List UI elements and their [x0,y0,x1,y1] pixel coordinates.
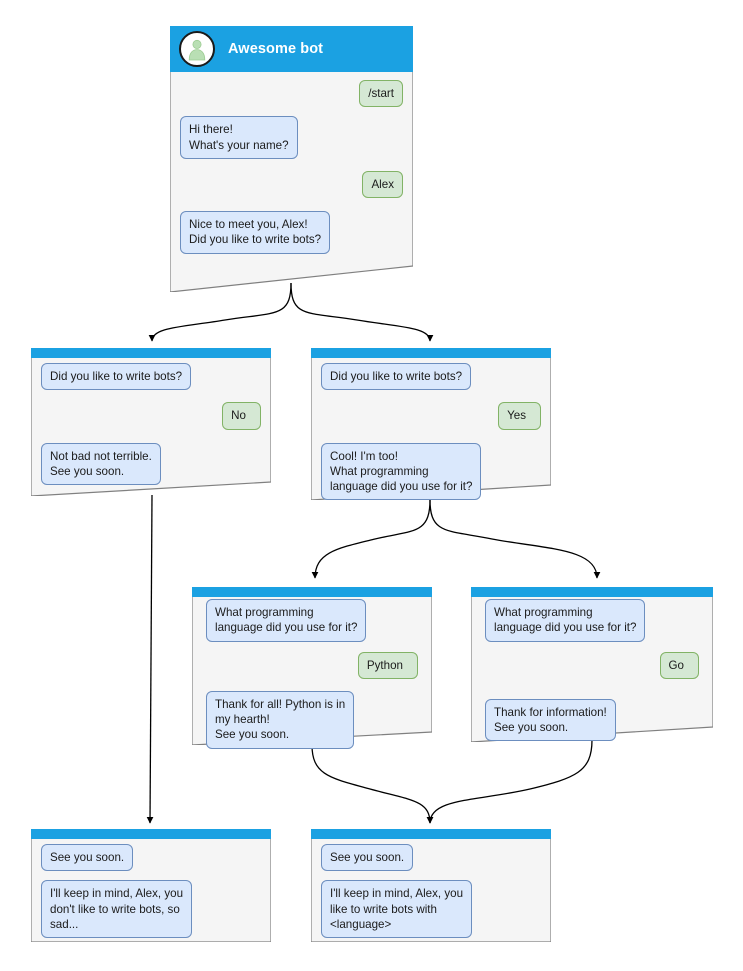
message-row: Did you like to write bots? [321,363,541,391]
node-header-bar [471,587,713,597]
edge-yes-to-python [311,499,431,579]
user-message-bubble[interactable]: Go [659,651,699,679]
node-python-branch-messages: What programming language did you use fo… [192,599,432,758]
node-go-branch-messages: What programming language did you use fo… [471,599,713,750]
bot-message-bubble[interactable]: Thank for information! See you soon. [485,698,616,742]
message-row: Nice to meet you, Alex! Did you like to … [180,211,403,254]
node-go-branch[interactable]: What programming language did you use fo… [471,587,713,742]
node-yes-branch[interactable]: Did you like to write bots? Yes Cool! I'… [311,348,551,501]
node-python-branch[interactable]: What programming language did you use fo… [192,587,432,749]
message-row: Go [485,651,699,679]
message-row: No [41,402,261,430]
node-header-bar [192,587,432,597]
bot-message-bubble[interactable]: I'll keep in mind, Alex, you like to wri… [321,880,473,939]
node-end-no-messages: See you soon. I'll keep in mind, Alex, y… [31,844,271,947]
message-row: What programming language did you use fo… [485,599,699,642]
node-end-yes-messages: See you soon. I'll keep in mind, Alex, y… [311,844,551,947]
edge-go-to-end-yes [426,739,593,824]
node-no-branch[interactable]: Did you like to write bots? No Not bad n… [31,348,271,496]
bot-message-bubble[interactable]: What programming language did you use fo… [206,599,367,642]
bot-message-bubble[interactable]: Cool! I'm too! What programming language… [321,442,482,501]
edge-no-to-end-no [146,494,154,824]
bot-message-bubble[interactable]: Not bad not terrible. See you soon. [41,442,161,486]
user-message-bubble[interactable]: /start [359,80,403,108]
node-header-bar [31,829,271,839]
message-row: /start [180,80,403,108]
message-row: I'll keep in mind, Alex, you don't like … [41,880,261,939]
node-root-header: Awesome bot [170,26,413,72]
bot-message-bubble[interactable]: Thank for all! Python is in my hearth! S… [206,690,355,749]
bot-title: Awesome bot [228,41,324,57]
node-end-no[interactable]: See you soon. I'll keep in mind, Alex, y… [31,829,271,942]
person-avatar-icon [179,31,215,67]
message-row: Yes [321,402,541,430]
bot-message-bubble[interactable]: Did you like to write bots? [321,363,472,391]
message-row: Did you like to write bots? [41,363,261,391]
node-root[interactable]: Awesome bot /start Hi there! What's your… [170,26,413,292]
message-row: Thank for all! Python is in my hearth! S… [206,690,418,749]
message-row: Thank for information! See you soon. [485,698,699,742]
node-root-messages: /start Hi there! What's your name? Alex … [170,80,413,263]
node-yes-branch-messages: Did you like to write bots? Yes Cool! I'… [311,363,551,509]
message-row: Not bad not terrible. See you soon. [41,442,261,486]
node-end-yes[interactable]: See you soon. I'll keep in mind, Alex, y… [311,829,551,942]
user-message-bubble[interactable]: Yes [498,402,541,430]
message-row: Alex [180,170,403,199]
message-row: Python [206,651,418,679]
bot-message-bubble[interactable]: See you soon. [41,844,134,872]
node-header-bar [311,348,551,358]
bot-message-bubble[interactable]: What programming language did you use fo… [485,599,646,642]
message-row: See you soon. [41,844,261,872]
node-no-branch-messages: Did you like to write bots? No Not bad n… [31,363,271,494]
bot-message-bubble[interactable]: Nice to meet you, Alex! Did you like to … [180,211,331,254]
user-message-bubble[interactable]: Python [357,651,418,679]
message-row: Hi there! What's your name? [180,116,403,159]
message-row: Cool! I'm too! What programming language… [321,442,541,501]
user-message-bubble[interactable]: Alex [362,170,403,199]
message-row: I'll keep in mind, Alex, you like to wri… [321,880,541,939]
node-header-bar [311,829,551,839]
node-header-bar [31,348,271,358]
bot-message-bubble[interactable]: Did you like to write bots? [41,363,192,391]
bot-message-bubble[interactable]: Hi there! What's your name? [180,116,298,159]
user-message-bubble[interactable]: No [222,402,261,430]
bot-message-bubble[interactable]: See you soon. [321,844,414,872]
bot-message-bubble[interactable]: I'll keep in mind, Alex, you don't like … [41,880,193,939]
message-row: See you soon. [321,844,541,872]
message-row: What programming language did you use fo… [206,599,418,642]
edge-yes-to-go [429,499,601,579]
